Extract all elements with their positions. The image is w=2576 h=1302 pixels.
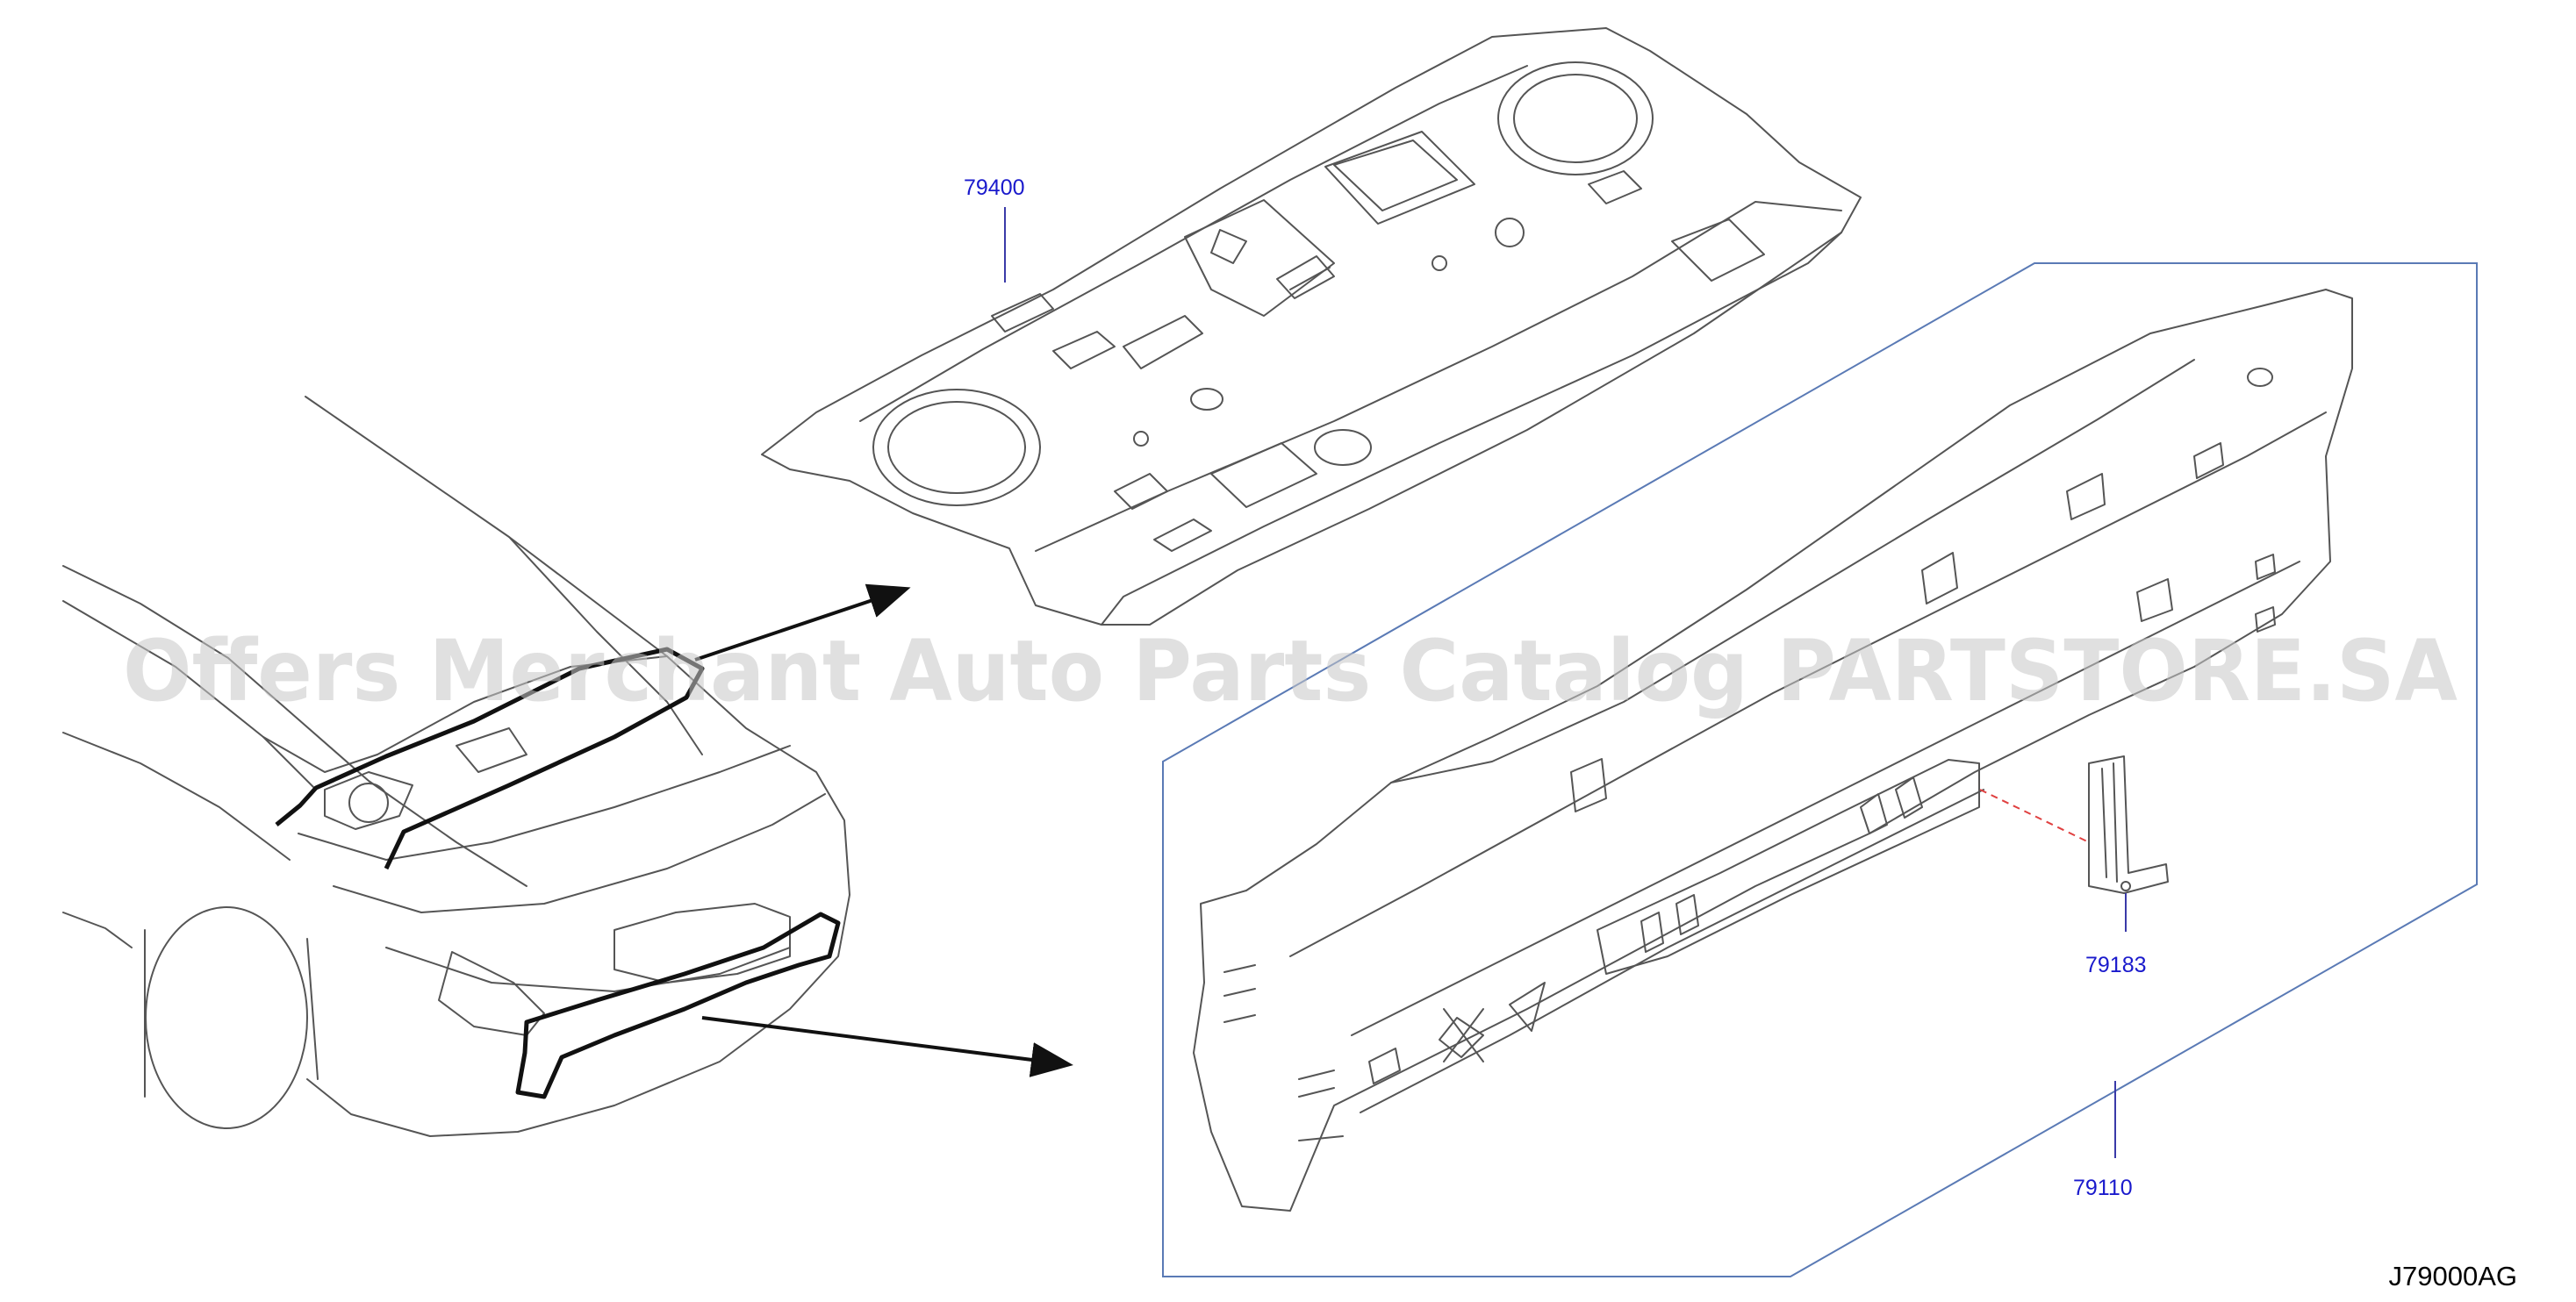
arrow-to-79110 bbox=[701, 1016, 1073, 1077]
part-label-79400: 79400 bbox=[964, 175, 1025, 200]
part-label-79183: 79183 bbox=[2085, 953, 2147, 977]
arrow-to-79400 bbox=[694, 583, 911, 662]
rear-parcel-shelf-drawing bbox=[761, 27, 1862, 626]
watermark: Offers Merchant Auto Parts Catalog PARTS… bbox=[123, 622, 2458, 720]
rear-panel-drawing bbox=[1193, 289, 2353, 1212]
bracket-drawing bbox=[2088, 755, 2169, 894]
car-rear-illustration bbox=[62, 396, 850, 1137]
diagram-reference-code: J79000AG bbox=[2389, 1261, 2518, 1291]
part-label-79110: 79110 bbox=[2073, 1176, 2133, 1200]
assembly-frame bbox=[1162, 262, 2478, 1277]
dashed-connector bbox=[1979, 789, 2090, 843]
